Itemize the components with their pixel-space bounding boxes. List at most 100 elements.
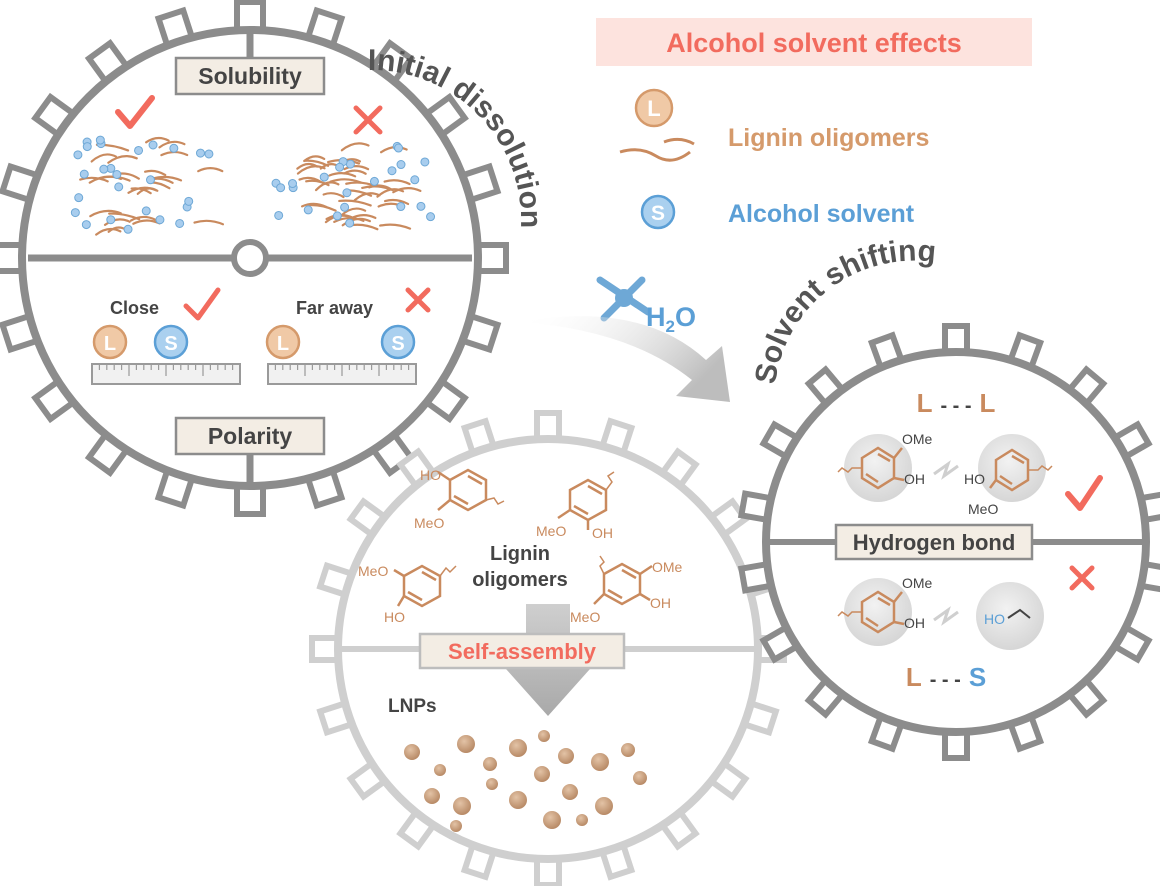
- water-molecule-icon: [596, 276, 652, 322]
- lignin-unit-bubble: [844, 578, 912, 646]
- solvent-badge: S: [380, 324, 416, 360]
- solvent-molecule: [145, 175, 155, 185]
- solvent-molecule: [79, 169, 89, 179]
- hydrogen-bond-icon: [933, 460, 959, 480]
- solvent-molecule: [204, 149, 214, 159]
- solvent-molecule: [82, 142, 92, 152]
- lignin-legend-label: Lignin oligomers: [728, 124, 929, 152]
- lignin-strand: [308, 203, 337, 212]
- svg-text:L: L: [104, 333, 116, 355]
- cross-icon: [353, 105, 383, 135]
- lignin-strand: [339, 207, 367, 217]
- svg-text:S: S: [651, 202, 665, 225]
- lignin-strand: [296, 165, 326, 175]
- nanoparticle: [534, 766, 550, 782]
- lignin-strand: [151, 175, 183, 182]
- lignin-strand: [193, 219, 225, 226]
- lignin-solvent-interaction: L- - -S: [906, 662, 986, 692]
- ethanol-chain: [1007, 608, 1031, 619]
- cross-icon: [1069, 565, 1095, 591]
- solvent-molecule: [148, 140, 158, 150]
- lignin-strand: [158, 140, 186, 149]
- legend: Alcohol solvent effects L Lignin oligome…: [596, 18, 1032, 230]
- lignin-strand: [303, 155, 326, 163]
- methoxy-label: OMe: [902, 431, 933, 447]
- nanoparticle: [621, 743, 635, 757]
- lignin-strand: [107, 155, 138, 164]
- lignin-strand: [383, 198, 410, 206]
- guaiacyl-structure: [557, 471, 615, 530]
- solvent-molecule: [114, 182, 124, 192]
- methoxy-label: OMe: [652, 559, 683, 575]
- solvent-molecule: [95, 135, 105, 145]
- guaiacyl-structure: [393, 564, 457, 608]
- lignin-strand: [322, 192, 345, 199]
- nanoparticle: [424, 788, 440, 804]
- self-assembly-label: Self-assembly: [448, 639, 597, 664]
- close-label: Close: [110, 298, 159, 318]
- lignin-strand: [144, 169, 167, 177]
- dissolved-mixture: [70, 135, 225, 236]
- lignin-strand: [338, 199, 372, 207]
- aggregated-mixture: [271, 141, 436, 231]
- lignin-strand: [197, 167, 224, 173]
- lignin-lignin-interaction: L- - -L: [917, 388, 996, 418]
- lignin-oligomers-label-line2: oligomers: [472, 569, 568, 591]
- solvent-molecule: [340, 202, 350, 212]
- lignin-strand: [108, 212, 141, 221]
- lignin-strand: [90, 153, 118, 163]
- guaiacyl-structure: [989, 448, 1053, 492]
- check-icon: [1065, 475, 1103, 511]
- check-icon: [115, 95, 155, 129]
- hydroxyl-label: OH: [904, 471, 925, 487]
- lignin-strand: [340, 142, 370, 152]
- legend-title: Alcohol solvent effects: [666, 28, 962, 58]
- lignin-strand: [383, 179, 411, 186]
- solvent-molecule: [387, 166, 397, 176]
- syringyl-structure: [593, 555, 653, 606]
- distance-ruler: [267, 363, 417, 385]
- nanoparticle: [595, 797, 613, 815]
- solvent-molecule: [345, 218, 355, 228]
- lignin-strand: [95, 227, 122, 236]
- solvent-molecule: [195, 148, 205, 158]
- hydroxyl-label: OH: [904, 615, 925, 631]
- hydrogen-bond-icon: [933, 606, 959, 626]
- lignin-strand: [343, 169, 367, 175]
- lignin-strand: [103, 218, 131, 226]
- solvent-molecule: [410, 175, 420, 185]
- lignin-strand: [89, 209, 122, 218]
- nanoparticle: [558, 748, 574, 764]
- self-assembly-box: [418, 632, 626, 670]
- lignin-badge: L: [265, 324, 301, 360]
- hydroxyl-label: HO: [420, 467, 441, 483]
- lignin-strand: [118, 172, 140, 180]
- lignin-strand: [79, 176, 109, 183]
- initial-dissolution-gear: Solubility Polarity Close Far away L S L: [0, 0, 547, 517]
- methoxy-label: MeO: [414, 515, 444, 531]
- nanoparticle: [538, 730, 550, 742]
- solvent-molecule: [169, 143, 179, 153]
- nanoparticle: [509, 791, 527, 809]
- solvent-molecule: [394, 143, 404, 153]
- nanoparticle: [450, 820, 462, 832]
- solvent-molecule: [319, 172, 329, 182]
- svg-text:L: L: [647, 96, 660, 121]
- hydrogen-bond-label: Hydrogen bond: [853, 530, 1016, 555]
- distance-ruler: [91, 363, 241, 385]
- solvent-badge: S: [153, 324, 189, 360]
- svg-text:S: S: [164, 333, 177, 355]
- lignin-strand: [343, 165, 370, 171]
- lignin-badge: L: [92, 324, 128, 360]
- solvent-molecule: [420, 157, 430, 167]
- methoxy-label: MeO: [968, 501, 998, 517]
- polarity-box: [174, 416, 326, 456]
- solvent-legend-label: Alcohol solvent: [728, 200, 915, 228]
- nanoparticle: [509, 739, 527, 757]
- guaiacyl-structure: [837, 446, 905, 490]
- hydroxyl-label: HO: [964, 471, 985, 487]
- solvent-molecule: [134, 145, 144, 155]
- svg-text:S: S: [391, 333, 404, 355]
- water-label: H2O: [646, 302, 696, 336]
